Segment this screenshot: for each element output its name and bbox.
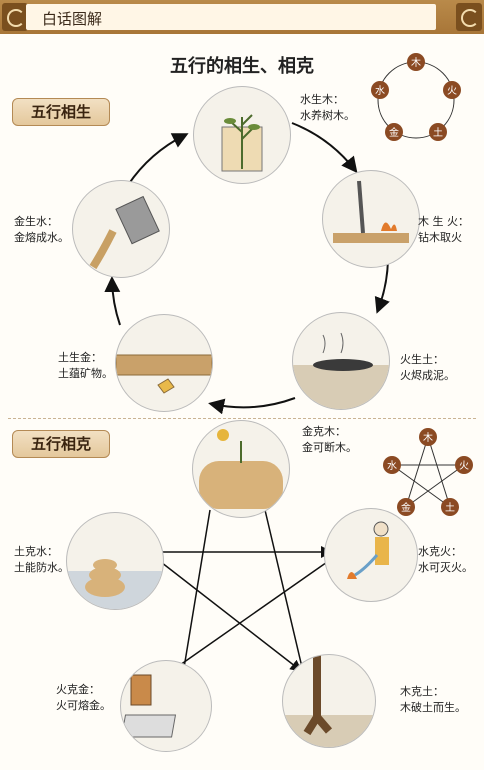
page-title: 五行的相生、相克 (170, 56, 314, 77)
mini-node-metal: 金 (385, 123, 403, 141)
caption-earth-metal: 土生金： 土蕴矿物。 (58, 350, 113, 382)
arrow-water-to-wood (291, 122, 358, 174)
svg-text:火: 火 (459, 460, 469, 472)
mini-node-fire: 火 (443, 81, 461, 99)
ornament-icon (456, 3, 482, 31)
section-label-ke: 五行相克 (12, 430, 110, 458)
header-label-box: 白话图解 (26, 4, 436, 30)
illustration-wood-fire (322, 170, 420, 268)
mini-node-wood: 木 (407, 53, 425, 71)
caption-line: 火生土： (400, 353, 444, 366)
caption-wood-earth: 木克土： 木破土而生。 (400, 684, 466, 716)
caption-wood-fire: 木 生 火： 钻木取火 (418, 214, 469, 246)
caption-line: 金熔成水。 (14, 231, 69, 244)
arrow-fire-to-earth (208, 397, 296, 415)
caption-metal-water: 金生水： 金熔成水。 (14, 214, 69, 246)
caption-line: 水可灭火。 (418, 561, 473, 574)
mini-node-water: 水 (371, 81, 389, 99)
svg-text:水: 水 (375, 85, 385, 97)
caption-line: 火克金： (56, 683, 100, 696)
caption-fire-earth: 火生土： 火烬成泥。 (400, 352, 455, 384)
caption-line: 金生水： (14, 215, 58, 228)
caption-line: 火可熔金。 (56, 699, 111, 712)
caption-line: 土能防水。 (14, 561, 69, 574)
illustration-earth-metal (115, 314, 213, 412)
caption-line: 水养树木。 (300, 109, 355, 122)
mini-node-wood: 木 (419, 428, 437, 446)
caption-line: 钻木取火 (418, 231, 462, 244)
arrow-wood-to-fire (374, 259, 390, 314)
illustration-earth-water (66, 512, 164, 610)
illustration-wood-earth (282, 654, 376, 748)
section-label-sheng: 五行相生 (12, 98, 110, 126)
svg-text:水: 水 (387, 460, 397, 472)
arrow-earth-to-metal (104, 276, 121, 326)
caption-water-wood: 水生木： 水养树木。 (300, 92, 355, 124)
mini-node-earth: 土 (441, 498, 459, 516)
caption-line: 土克水： (14, 545, 58, 558)
caption-water-fire: 水克火： 水可灭火。 (418, 544, 473, 576)
illustration-metal-wood (192, 420, 290, 518)
caption-line: 金可断木。 (302, 441, 357, 454)
mini-ke-diagram: 木 火 土 金 水 (383, 428, 473, 516)
svg-text:土: 土 (433, 126, 443, 139)
illustration-metal-water (72, 180, 170, 278)
svg-text:金: 金 (401, 501, 411, 514)
illustration-fire-earth (292, 312, 390, 410)
arrow-ke-4 (147, 551, 303, 672)
caption-line: 金克木： (302, 425, 346, 438)
svg-text:木: 木 (411, 57, 421, 69)
mini-node-earth: 土 (429, 123, 447, 141)
svg-text:土: 土 (445, 501, 455, 514)
illustration-fire-metal (120, 660, 212, 752)
caption-line: 水生木： (300, 93, 344, 106)
arrow-metal-to-water (127, 133, 189, 186)
section-divider (8, 418, 476, 419)
caption-line: 土生金： (58, 351, 102, 364)
svg-text:火: 火 (447, 85, 457, 97)
caption-line: 木克土： (400, 685, 444, 698)
caption-line: 木破土而生。 (400, 701, 466, 714)
svg-text:木: 木 (423, 432, 433, 444)
ornament-icon (2, 3, 28, 31)
header-bar: 白话图解 (0, 0, 484, 34)
caption-line: 火烬成泥。 (400, 369, 455, 382)
caption-fire-metal: 火克金： 火可熔金。 (56, 682, 111, 714)
header-label: 白话图解 (42, 10, 103, 28)
mini-node-fire: 火 (455, 456, 473, 474)
caption-metal-wood: 金克木： 金可断木。 (302, 424, 357, 456)
caption-earth-water: 土克水： 土能防水。 (14, 544, 69, 576)
arrow-ke-5 (167, 559, 331, 674)
illustration-water-fire (324, 508, 418, 602)
arrow-ke-2 (264, 509, 306, 681)
svg-text:金: 金 (389, 126, 399, 139)
caption-line: 水克火： (418, 545, 462, 558)
caption-line: 木 生 火： (418, 215, 469, 228)
arrow-ke-1 (177, 509, 211, 683)
mini-node-metal: 金 (397, 498, 415, 516)
mini-node-water: 水 (383, 456, 401, 474)
caption-line: 土蕴矿物。 (58, 367, 113, 380)
illustration-water-wood (193, 86, 291, 184)
mini-sheng-diagram: 木 火 土 金 水 (371, 53, 461, 141)
